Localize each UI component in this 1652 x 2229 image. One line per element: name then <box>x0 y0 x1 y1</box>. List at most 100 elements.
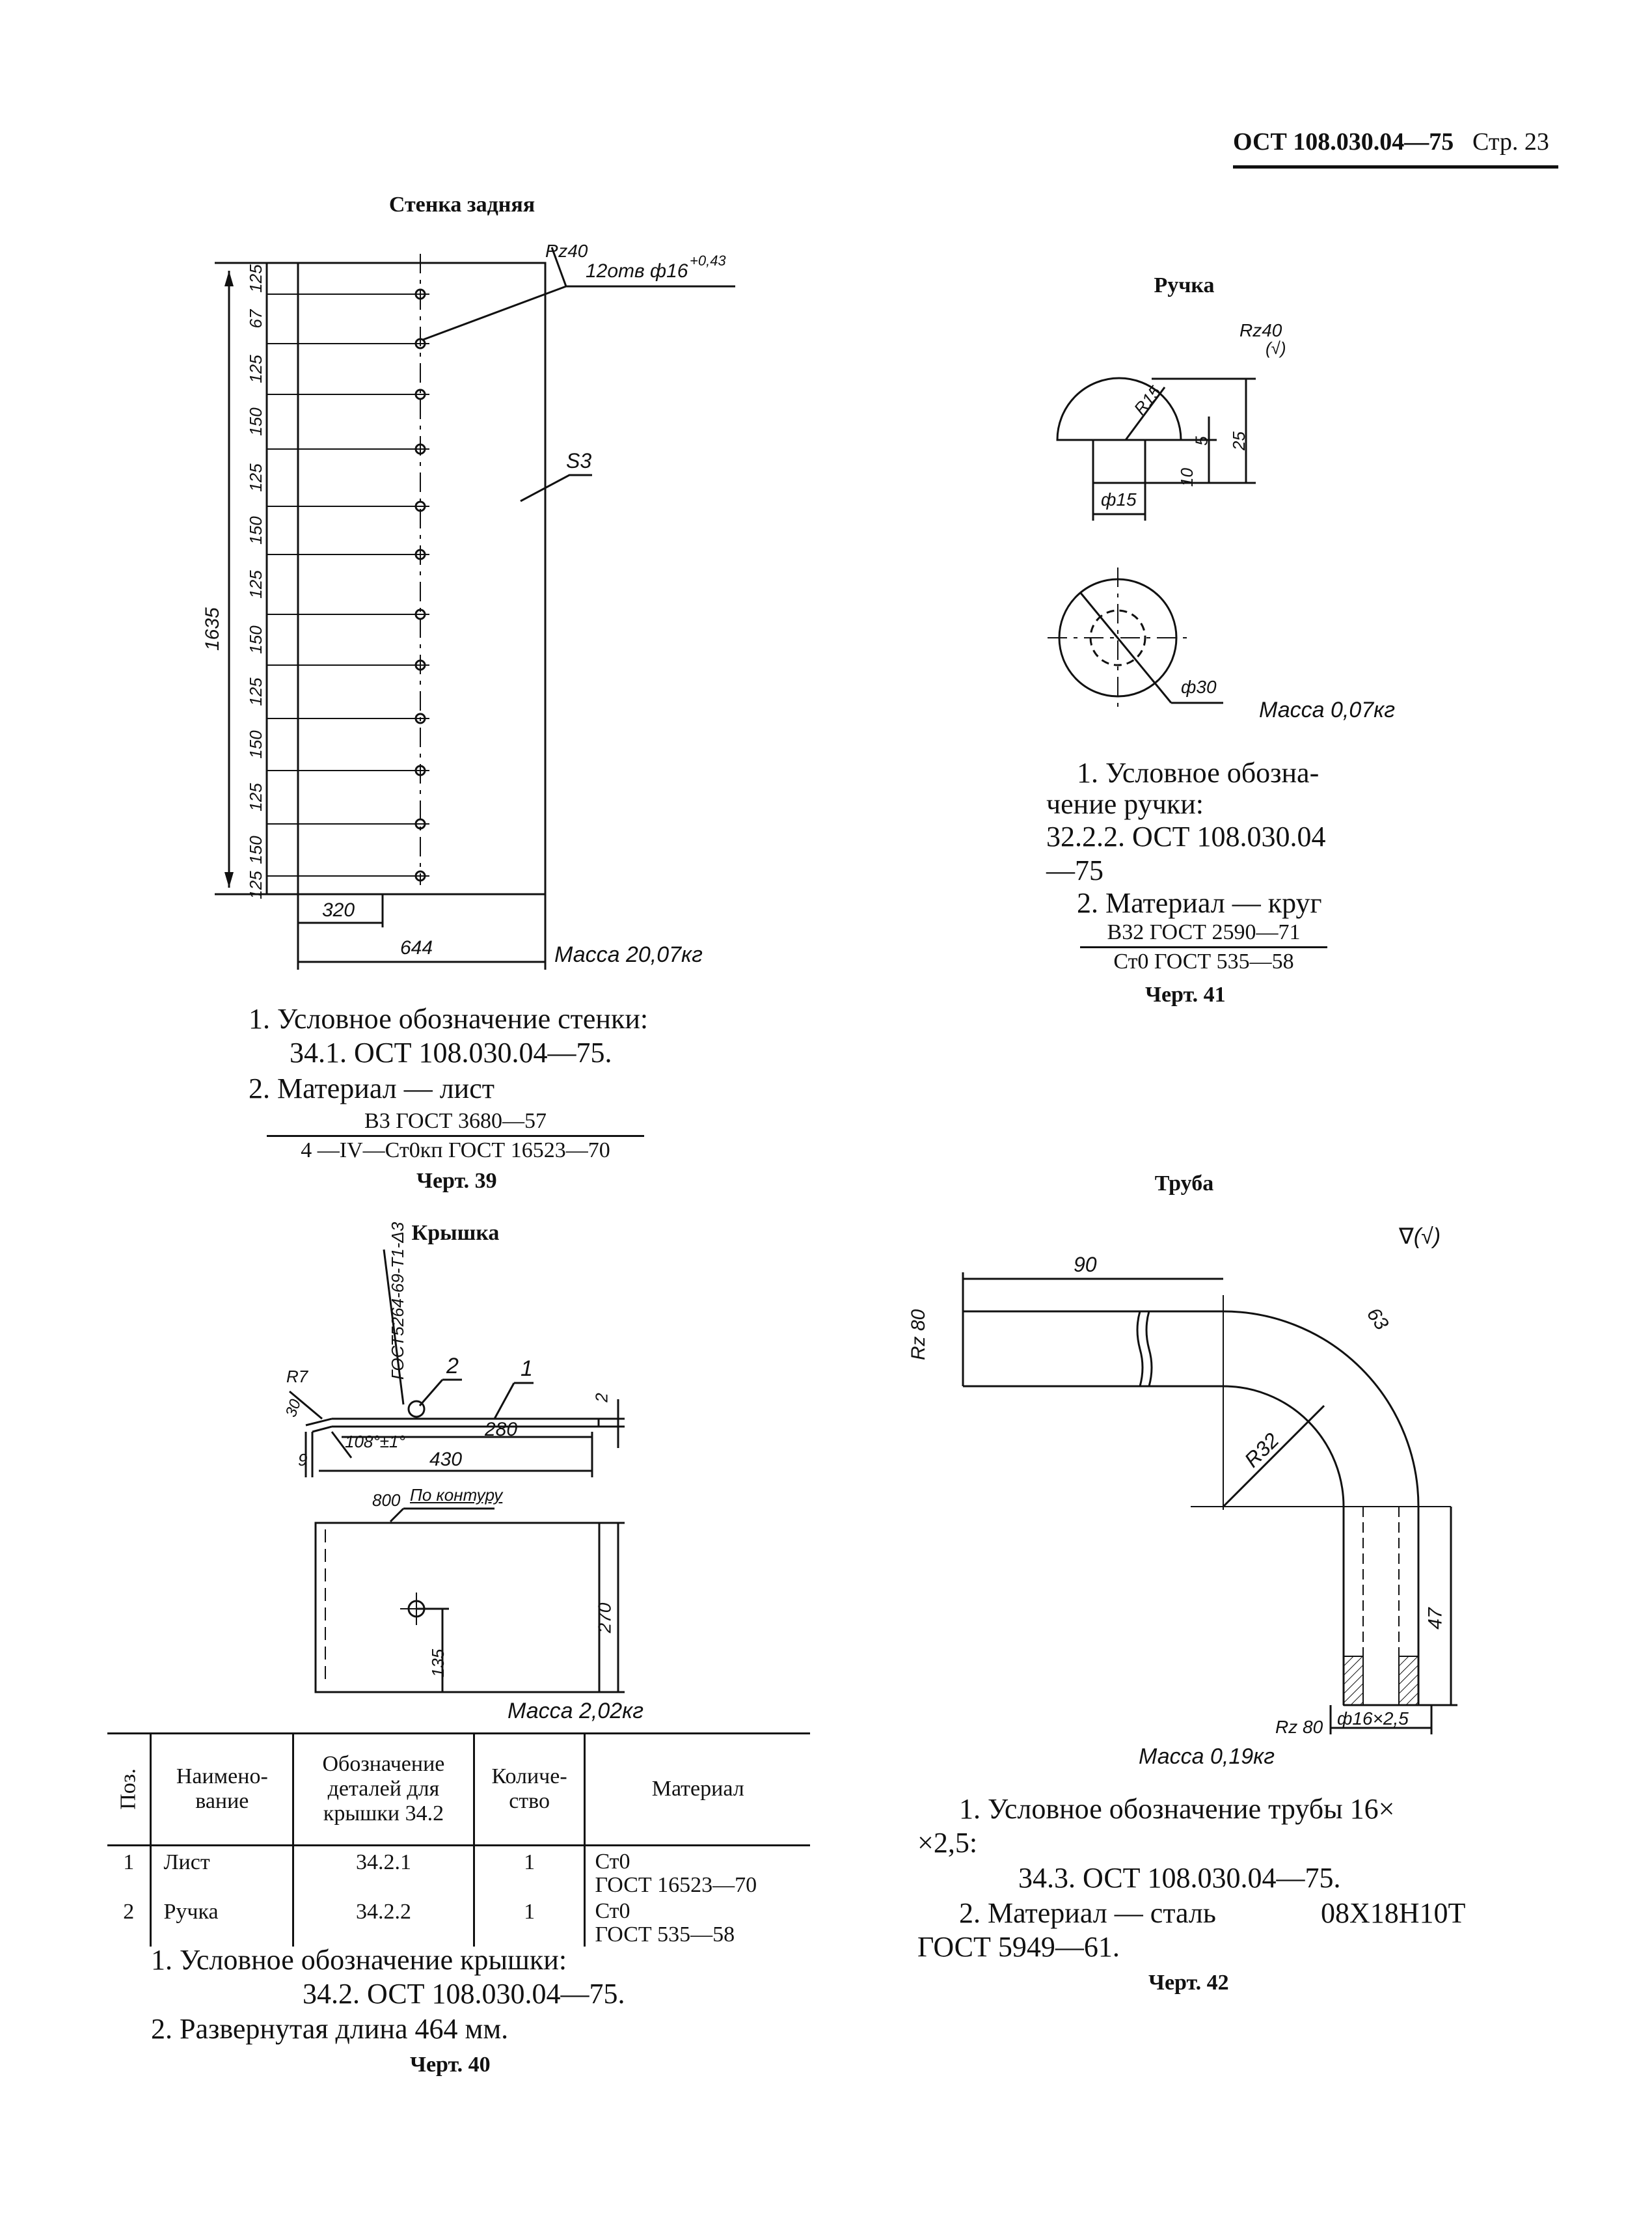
fig41-note1-line1: 1. Условное обозна- <box>1077 757 1320 789</box>
fig41-material-top: В32 ГОСТ 2590—71 <box>1080 919 1327 948</box>
fig41-note1-line2: чение ручки: <box>1046 788 1204 820</box>
fig42-dim-90: 90 <box>1074 1253 1097 1276</box>
fig39-note1-line1: 1. Условное обозначение стенки: <box>249 1003 649 1035</box>
fig39-pitch-label: 150 <box>246 625 265 654</box>
table-header-row: Поз. Наимено- вание Обозначение деталей … <box>107 1734 810 1846</box>
table-cell-material-1: Ст0 <box>595 1899 630 1923</box>
fig39-roughness: Rz40 <box>545 241 588 261</box>
fig39-hole <box>414 870 426 882</box>
fig42-mass: Масса 0,19кг <box>1139 1744 1275 1769</box>
fig42-note1-line1: 1. Условное обозначение трубы 16× <box>959 1793 1395 1825</box>
table-header-qty: Количе- ство <box>472 1734 585 1846</box>
fig39-pitch-label: 125 <box>246 570 265 599</box>
table-cell-name: Лист <box>150 1845 293 1897</box>
fig42-rz80-b: Rz 80 <box>1275 1717 1323 1737</box>
fig39-pitch-label: 150 <box>246 730 265 759</box>
fig42-note1-line2: ×2,5: <box>917 1827 978 1859</box>
table-cell-material-2: ГОСТ 535—58 <box>595 1922 735 1947</box>
fig42-rz80-a: Rz 80 <box>908 1309 929 1360</box>
fig39-note1-line2: 34.1. ОСТ 108.030.04—75. <box>290 1037 612 1069</box>
fig39-hole <box>414 443 426 455</box>
fig41-mass: Масса 0,07кг <box>1259 698 1395 722</box>
fig39-hole <box>414 500 426 512</box>
fig39-mass: Масса 20,07кг <box>554 942 703 967</box>
fig39-pitch-label: 125 <box>246 871 265 899</box>
fig42-note2-b: 08Х18Н10Т <box>1321 1897 1466 1929</box>
fig41-material: В32 ГОСТ 2590—71 Ст0 ГОСТ 535—58 <box>1080 919 1327 976</box>
fig39-hole <box>414 765 426 776</box>
table-header-pos: Поз. <box>107 1734 151 1846</box>
fig40-dim-280: 280 <box>485 1419 518 1440</box>
fig39-hole <box>414 818 426 830</box>
fig39-pitch-label: 67 <box>246 308 265 328</box>
fig42-caption: Черт. 42 <box>1148 1971 1229 1995</box>
table-header-name: Наимено- вание <box>150 1734 293 1846</box>
fig41-roughness-sub: (√) <box>1266 338 1286 358</box>
fig40-dim-430: 430 <box>429 1449 463 1470</box>
table-cell-qty: 1 <box>472 1897 585 1947</box>
fig41-title: Ручка <box>1154 273 1215 297</box>
fig40-dim-angle: 108°±1° <box>345 1432 405 1451</box>
fig40-contour-note: По контуру <box>410 1485 503 1505</box>
fig39-holes <box>267 288 429 882</box>
fig39-pitch-label: 125 <box>246 677 265 706</box>
fig40-pos1: 1 <box>521 1356 533 1381</box>
fig39-pitch-label: 125 <box>246 463 265 492</box>
fig40-dim-9: 9 <box>298 1450 308 1470</box>
fig39-hole <box>414 713 426 724</box>
fig42-dim-tube: ф16×2,5 <box>1337 1708 1409 1729</box>
table-cell-qty: 1 <box>472 1845 585 1897</box>
fig39-pitch-label: 125 <box>246 783 265 812</box>
fig39-width-half: 320 <box>322 899 355 921</box>
fig39-holes-note: 12отв ф16 <box>586 260 688 282</box>
fig40-dim-r7: R7 <box>286 1367 308 1386</box>
fig40-pos2: 2 <box>446 1354 459 1378</box>
fig39-pitch-label: 125 <box>246 264 265 293</box>
fig39-title: Стенка задняя <box>388 193 535 217</box>
table-cell-material-1: Ст0 <box>595 1849 630 1874</box>
fig39-hole <box>414 549 426 560</box>
fig39-hole <box>414 288 426 300</box>
fig42-title: Труба <box>1154 1171 1214 1196</box>
fig39-caption: Черт. 39 <box>416 1169 497 1193</box>
page-label: Стр. 23 <box>1472 128 1549 156</box>
fig39-pitch-label: 150 <box>246 407 265 436</box>
fig39-holes-tol: +0,43 <box>690 253 726 269</box>
fig39-pitch-label: 125 <box>246 355 265 383</box>
fig40-table-top-rule <box>107 1732 810 1734</box>
fig39-hole <box>414 609 426 620</box>
fig41-material-bottom: Ст0 ГОСТ 535—58 <box>1113 950 1294 974</box>
fig39-material-bottom: 4 —IV—Ст0кп ГОСТ 16523—70 <box>301 1138 610 1162</box>
table-cell-code: 34.2.1 <box>292 1845 474 1897</box>
fig40-note1-line2: 34.2. ОСТ 108.030.04—75. <box>303 1978 625 2010</box>
fig39-plate <box>297 262 547 896</box>
fig39-material-top: В3 ГОСТ 3680—57 <box>267 1108 644 1137</box>
fig41-caption: Черт. 41 <box>1145 983 1226 1007</box>
fig39-hole <box>414 389 426 400</box>
fig41-dim-d15: ф15 <box>1101 489 1137 510</box>
fig41-roughness: Rz40 <box>1239 320 1282 340</box>
fig42-note2-line2: ГОСТ 5949—61. <box>917 1931 1120 1963</box>
fig41-dim-d30: ф30 <box>1181 677 1217 697</box>
fig39-width-total: 644 <box>400 937 433 959</box>
fig40-note2: 2. Развернутая длина 464 мм. <box>151 2013 509 2045</box>
fig39-thickness: S3 <box>566 449 592 472</box>
fig42-dim-47: 47 <box>1424 1607 1446 1630</box>
fig40-caption: Черт. 40 <box>410 2053 491 2077</box>
table-cell-pos: 2 <box>123 1900 135 1924</box>
table-cell-pos: 1 <box>123 1850 135 1874</box>
fig42-note1-line3: 34.3. ОСТ 108.030.04—75. <box>1018 1862 1341 1894</box>
fig39-hole <box>414 659 426 671</box>
table-header-material: Материал <box>584 1734 810 1846</box>
fig39-pitch-label: 150 <box>246 516 265 545</box>
header-rule <box>1233 165 1558 169</box>
fig39-material: В3 ГОСТ 3680—57 4 —IV—Ст0кп ГОСТ 16523—7… <box>267 1108 644 1164</box>
doc-code: ОСТ 108.030.04—75 <box>1233 128 1454 156</box>
fig40-dim-800: 800 <box>372 1490 401 1510</box>
